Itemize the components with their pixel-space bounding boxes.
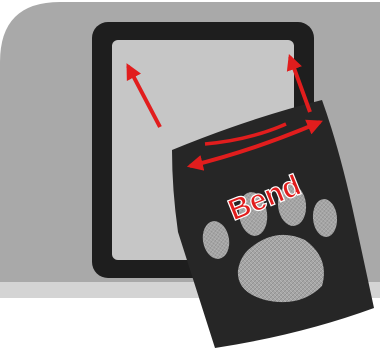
paw-print-icon xyxy=(202,184,338,303)
double-arrow-icon xyxy=(186,119,323,171)
arrow-up-right-icon xyxy=(286,53,312,113)
arrow-up-left-icon xyxy=(126,63,162,128)
